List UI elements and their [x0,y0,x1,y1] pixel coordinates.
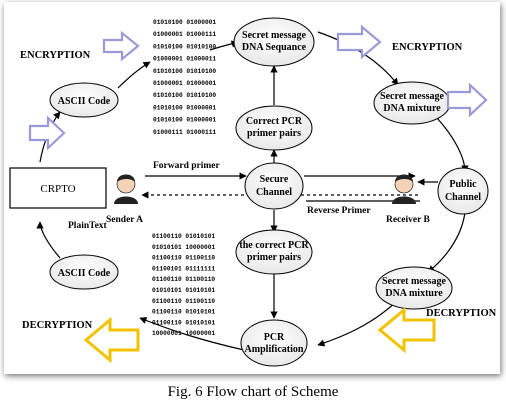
binary-line: 01100110 01100110 [152,255,215,262]
binary-line: 01010100 01010100 [153,43,216,50]
node-text-line: Secure [260,174,289,185]
binary-line: 01010101 01010101 [152,287,215,294]
node-secret-message-sequence: Secret message DNA Sequance [233,17,315,67]
node-text-line: DNA mixture [383,103,441,114]
labels: ENCRYPTION ENCRYPTION DECRYPTION DECRYPT… [20,42,497,331]
encryption-arrow-mid-left [28,115,66,151]
node-the-correct-pcr-pairs: the correct PCR primer pairs [235,229,313,275]
binary-line: 01100101 01111111 [152,265,215,272]
label-plaintext: PlainText [68,221,108,231]
node-text: ASCII Code [58,268,111,279]
binary-column-top: 01010100 01000001 01000001 01000111 010101… [153,19,216,136]
binary-line: 01100110 01010101 [152,233,215,240]
arc-ascii-to-crpto [36,221,61,259]
binary-line: 01100110 01100110 [152,298,215,305]
encryption-arrow-mid-right [446,82,488,118]
node-text-line: PCR [264,332,285,343]
node-text-line: Secret message [242,30,307,41]
node-pcr-amplification: PCR Amplification [240,319,308,367]
node-text-line: Amplification [245,344,304,355]
node-ascii-code-bottom: ASCII Code [49,254,119,290]
binary-line: 01010100 01000001 [153,19,216,26]
node-public-channel: Public Channel [437,167,489,215]
decryption-arrow-right [377,306,436,354]
label-encryption-right: ENCRYPTION [392,42,463,53]
node-ascii-code-top: ASCII Code [49,82,119,118]
node-correct-pcr-pairs: Correct PCR primer pairs [235,105,313,151]
binary-line: 01010101 10000001 [152,244,215,251]
label-encryption-left: ENCRYPTION [20,50,91,61]
encryption-arrows [28,24,488,151]
arc-pcr-to-binary [139,317,245,351]
node-secure-channel: Secure Channel [244,162,304,210]
encryption-arrow-left [102,30,140,62]
binary-line: 01010100 01000001 [153,117,216,124]
node-text: ASCII Code [58,96,111,107]
node-secret-message-mixture-bottom: Secret message DNA mixture [375,266,453,310]
receiver-person-icon [392,174,416,204]
binary-line: 01010100 01010100 [153,68,216,75]
node-text-line: DNA mixture [385,288,443,299]
node-text-line: Secret message [380,91,445,102]
node-text-line: Channel [256,187,292,198]
encryption-arrow-right [336,24,382,60]
label-sender: Sender A [106,215,143,225]
cycle-arcs [36,31,469,351]
label-receiver: Receiver B [386,215,431,225]
binary-column-bottom: 01100110 01010101 01010101 10000001 011001… [152,233,215,337]
arc-mixture-to-pcr [317,302,396,347]
label-decryption-right: DECRYPTION [426,308,497,319]
node-text-line: Channel [445,192,481,203]
node-secret-message-mixture-top: Secret message DNA mixture [373,81,451,125]
label-forward-primer: Forward primer [153,161,221,171]
node-text-line: Public [449,179,477,190]
binary-line: 01010100 01010100 [153,92,216,99]
binary-line: 01000001 01000111 [153,31,216,38]
label-decryption-left: DECRYPTION [22,320,93,331]
binary-line: 01100110 01010101 [152,309,215,316]
binary-line: 01100110 01100110 [152,276,215,283]
binary-line: 01010100 01000001 [153,104,216,111]
label-reverse-primer: Reverse Primer [307,206,371,216]
figure-caption: Fig. 6 Flow chart of Scheme [167,384,339,400]
arc-mixture-to-public [436,117,469,173]
node-text-line: primer pairs [247,128,301,139]
binary-line: 10000001 10000001 [152,330,215,337]
sender-person-icon [114,174,138,204]
binary-line: 01000001 01000001 [153,80,216,87]
node-text-line: Correct PCR [246,116,303,127]
node-crpto: CRPTO [9,167,107,209]
binary-line: 01000111 01000111 [153,129,216,136]
nodes: Secret message DNA Sequance Correct PCR … [9,17,489,367]
binary-line: 01000001 01000011 [153,56,216,63]
decryption-arrow-left [83,316,140,364]
arc-ascii-to-binary [117,61,151,89]
node-text-line: primer pairs [247,252,301,263]
node-text-line: DNA Sequance [242,42,307,53]
node-text-line: the correct PCR [239,240,309,251]
node-text-line: Secret message [382,276,447,287]
binary-line: 01100110 01010101 [152,319,215,326]
arc-public-to-mixture [427,211,466,273]
decryption-arrows [83,306,436,364]
node-text: CRPTO [40,183,75,195]
